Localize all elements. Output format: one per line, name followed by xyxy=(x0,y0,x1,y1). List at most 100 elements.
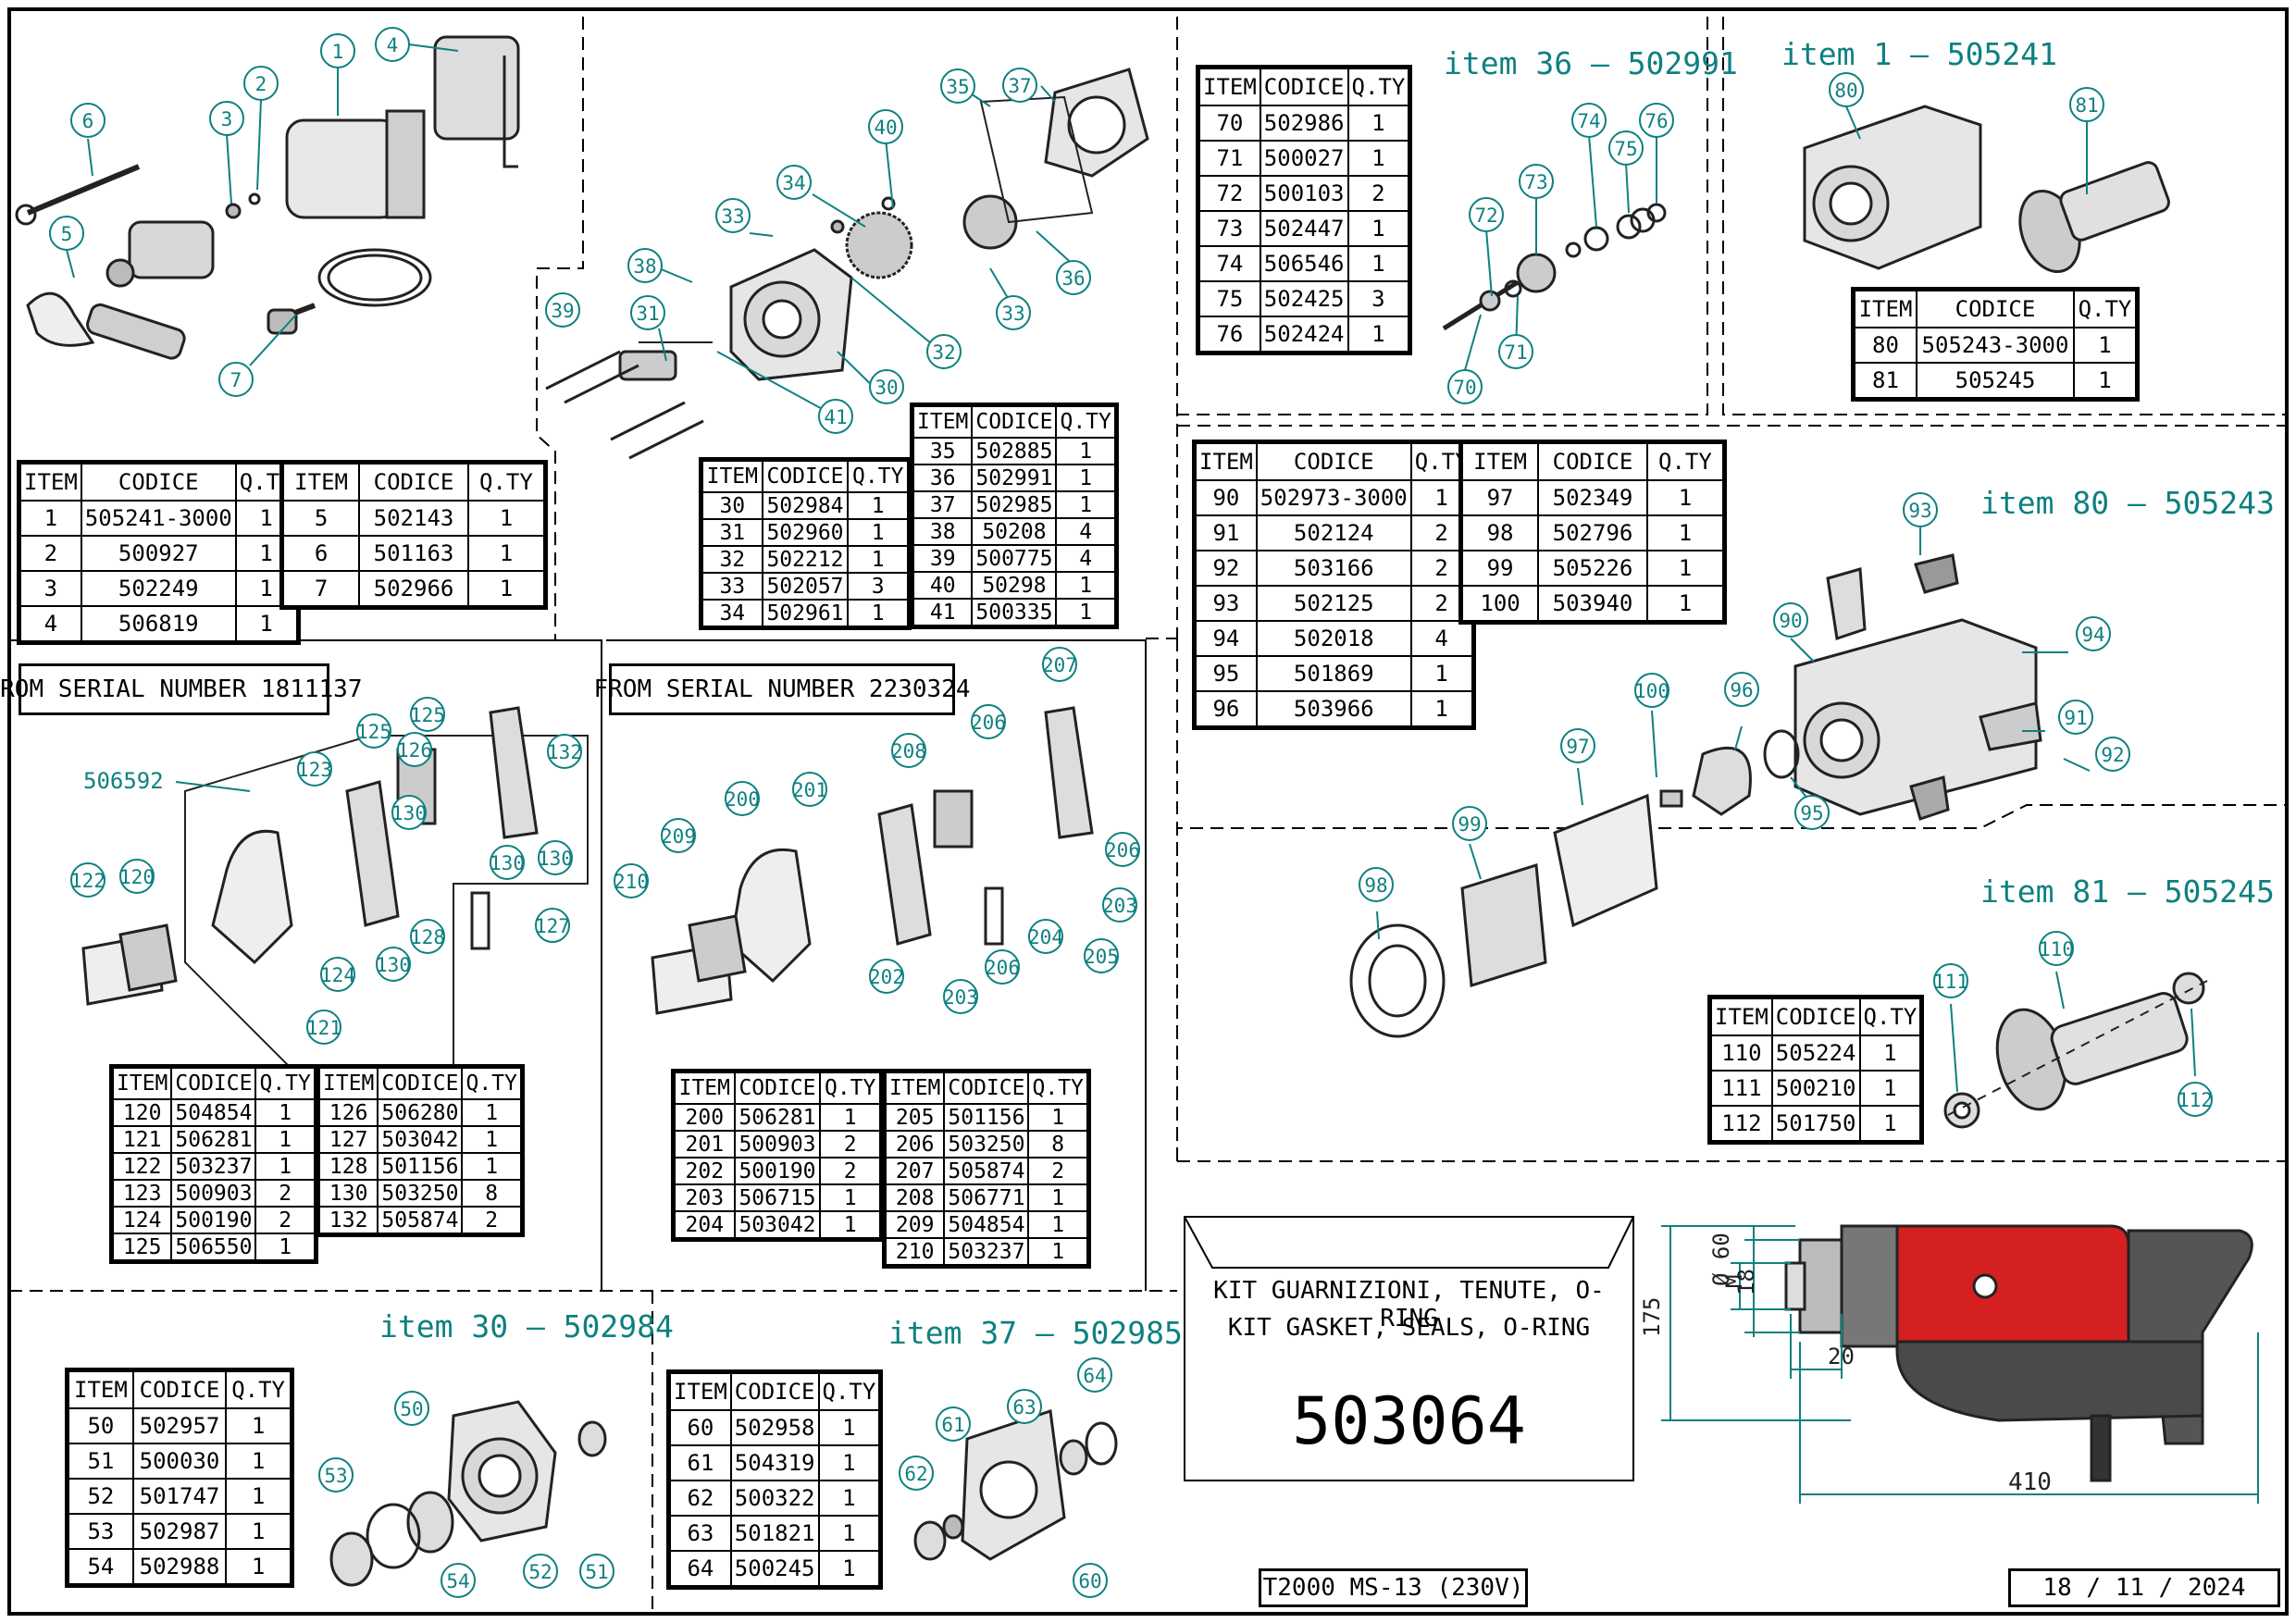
part-code: 500030 xyxy=(131,1443,228,1480)
quantity: 1 xyxy=(819,1103,883,1132)
item-number: 121 xyxy=(110,1125,173,1154)
part-code: 505226 xyxy=(1537,550,1648,587)
callout-73: 73 xyxy=(1519,164,1554,199)
callout-206b: 206 xyxy=(985,949,1020,985)
item-number: 112 xyxy=(1708,1105,1773,1144)
item-number: 34 xyxy=(700,599,763,629)
callout-number: 99 xyxy=(1458,813,1481,836)
quantity: 1 xyxy=(461,1098,524,1127)
callout-71: 71 xyxy=(1498,334,1533,369)
part-code: 505245 xyxy=(1916,362,2075,401)
callout-128: 128 xyxy=(410,919,445,954)
part-code: 502960 xyxy=(761,518,850,547)
callout-number: 206 xyxy=(971,712,1006,734)
part-code: 500210 xyxy=(1770,1070,1861,1107)
callout-120: 120 xyxy=(119,859,155,894)
item-number: 2 xyxy=(18,535,82,572)
part-code: 502973-3000 xyxy=(1255,479,1412,516)
callout-206a: 206 xyxy=(971,704,1006,739)
callout-number: 110 xyxy=(2039,938,2074,960)
quantity: 1 xyxy=(1645,550,1726,587)
callout-92: 92 xyxy=(2095,737,2130,772)
item-number: 128 xyxy=(316,1152,379,1181)
callout-number: 130 xyxy=(376,954,411,976)
callout-number: 63 xyxy=(1012,1396,1036,1419)
part-code: 506546 xyxy=(1259,245,1349,282)
callout-3: 3 xyxy=(209,101,244,136)
item-number: 75 xyxy=(1197,280,1261,317)
drawing-handle-serial-1 xyxy=(81,706,589,1084)
part-code: 502991 xyxy=(971,464,1058,492)
part-code: 501747 xyxy=(131,1478,228,1515)
callout-number: 121 xyxy=(306,1017,341,1039)
part-code: 501156 xyxy=(377,1152,464,1181)
callout-64: 64 xyxy=(1077,1357,1112,1393)
callout-number: 126 xyxy=(397,739,432,762)
callout-110: 110 xyxy=(2039,931,2074,966)
item-number: 33 xyxy=(700,572,763,601)
part-code: 502987 xyxy=(131,1513,228,1550)
callout-124: 124 xyxy=(320,957,355,992)
callout-74: 74 xyxy=(1571,103,1607,138)
part-code: 500190 xyxy=(170,1206,257,1234)
quantity: 1 xyxy=(1027,1183,1090,1212)
callout-5: 5 xyxy=(49,216,84,251)
kit-code-506592: 506592 xyxy=(83,768,164,794)
quantity: 1 xyxy=(1055,437,1118,465)
callout-number: 1 xyxy=(332,41,344,63)
drawing-handle-serial-2 xyxy=(651,706,1094,1015)
callout-number: 73 xyxy=(1524,171,1547,193)
item-number: 91 xyxy=(1193,514,1258,551)
part-code: 506550 xyxy=(170,1233,257,1263)
callout-number: 125 xyxy=(410,704,445,726)
item-number: 125 xyxy=(110,1233,173,1263)
callout-111: 111 xyxy=(1933,963,1968,998)
item-number: 3 xyxy=(18,570,82,607)
quantity: 1 xyxy=(2072,327,2139,364)
callout-number: 35 xyxy=(946,76,969,98)
quantity: 1 xyxy=(817,1444,882,1481)
callout-number: 98 xyxy=(1364,874,1387,897)
quantity: 1 xyxy=(847,545,911,574)
part-code: 500190 xyxy=(733,1157,822,1185)
callout-202: 202 xyxy=(869,959,904,994)
quantity: 4 xyxy=(1055,517,1118,546)
callout-201: 201 xyxy=(792,772,827,807)
callout-number: 206 xyxy=(985,957,1020,979)
callout-81: 81 xyxy=(2069,87,2104,122)
item-number: 73 xyxy=(1197,210,1261,247)
callout-30: 30 xyxy=(869,369,904,404)
item-number: 111 xyxy=(1708,1070,1773,1107)
callout-number: 206 xyxy=(1105,839,1140,861)
quantity: 1 xyxy=(2072,362,2139,401)
quantity: 1 xyxy=(819,1183,883,1212)
callout-31: 31 xyxy=(630,295,665,330)
drawing-item-81 xyxy=(1943,972,2208,1129)
item-number: 94 xyxy=(1193,620,1258,657)
quantity: 1 xyxy=(466,570,547,609)
callout-number: 33 xyxy=(721,205,744,228)
callout-76: 76 xyxy=(1639,103,1674,138)
quantity: 8 xyxy=(1027,1130,1090,1158)
item-number: 4 xyxy=(18,605,82,644)
quantity: 1 xyxy=(817,1480,882,1517)
callout-number: 112 xyxy=(2178,1089,2213,1111)
